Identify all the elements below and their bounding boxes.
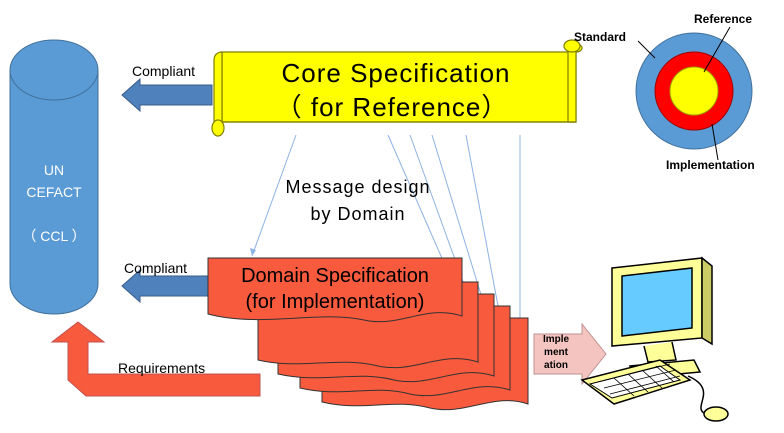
- implementation-arrow-line1: Imple: [542, 334, 570, 345]
- ring-label-implementation: Implementation: [666, 158, 755, 172]
- message-design-line1: Message design: [285, 177, 431, 197]
- compliant-bottom-label: Compliant: [124, 260, 188, 276]
- requirements-arrow: [50, 321, 261, 397]
- compliant-bottom-arrow: [121, 268, 213, 304]
- ring-label-reference: Reference: [694, 12, 753, 26]
- cylinder-label-line1: UN: [43, 162, 65, 178]
- core-spec-title: Core Specification: [281, 58, 511, 88]
- connector-lines: [251, 134, 521, 350]
- domain-spec-subtitle: (for Implementation): [245, 291, 425, 313]
- implementation-arrow: [533, 322, 607, 386]
- ring-label-standard: Standard: [574, 30, 627, 44]
- database-cylinder-shape: [9, 39, 99, 315]
- domain-spec-stack: [207, 257, 529, 411]
- compliant-top-label: Compliant: [132, 63, 196, 79]
- scroll-banner-shape: [211, 39, 583, 137]
- cylinder-label-line2: CEFACT: [26, 184, 82, 200]
- cylinder-label-line3: （ CCL ）: [22, 228, 86, 244]
- implementation-arrow-line2: ment: [544, 347, 568, 358]
- core-spec-subtitle: （ for Reference）: [275, 92, 509, 122]
- computer-icon: [580, 256, 729, 422]
- rings-shape: [635, 32, 753, 150]
- domain-spec-title: Domain Specification: [241, 265, 429, 287]
- message-design-line2: by Domain: [310, 204, 406, 224]
- requirements-label: Requirements: [118, 360, 206, 376]
- compliant-top-arrow: [121, 77, 213, 113]
- implementation-arrow-line3: ation: [544, 360, 568, 371]
- ring-pointer-lines: [637, 26, 731, 161]
